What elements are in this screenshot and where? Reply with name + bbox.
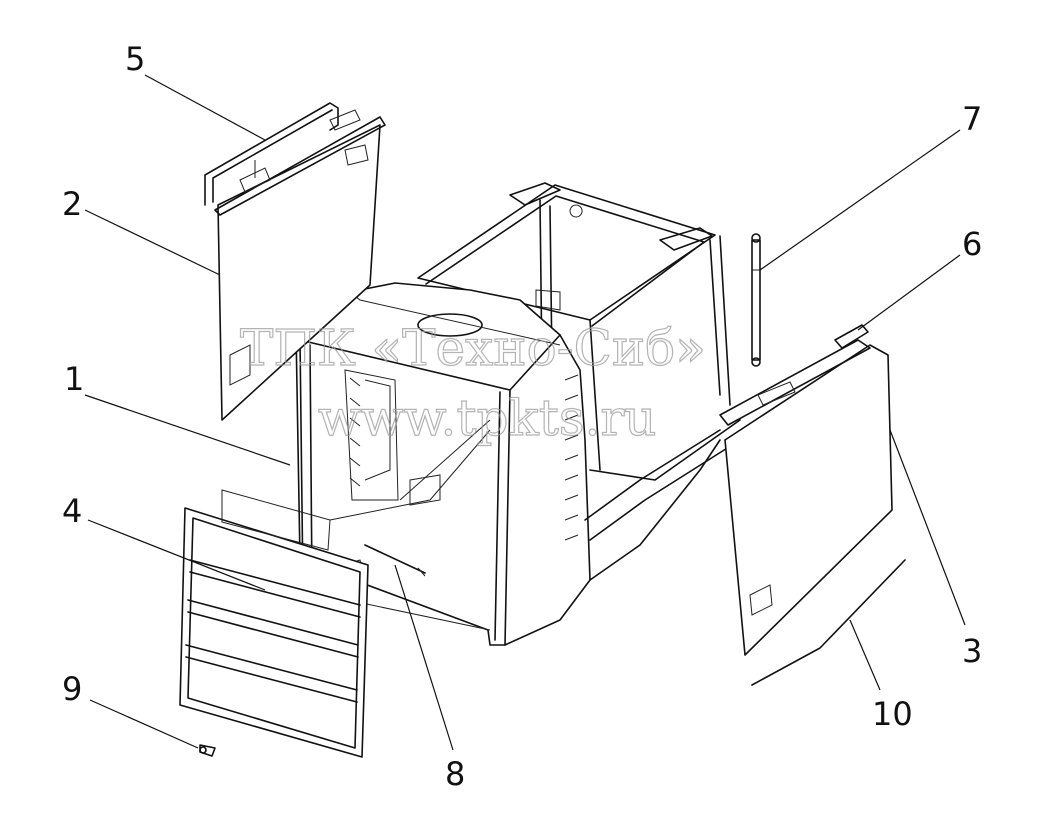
callout-10: 10: [872, 695, 913, 733]
leader-lines: [84, 74, 966, 751]
callout-9: 9: [62, 670, 82, 708]
watermark-line1: ТПК «Техно-Сиб»: [240, 319, 706, 377]
gas-strut: [751, 233, 761, 367]
front-wall-panel: [214, 116, 386, 421]
callout-5: 5: [125, 40, 145, 78]
fastener: [199, 744, 216, 757]
roof-handle: [204, 102, 361, 206]
watermark-line2: www.tpkts.ru: [318, 389, 657, 447]
callout-1: 1: [64, 360, 84, 398]
callout-6: 6: [962, 225, 982, 263]
callout-8: 8: [445, 755, 465, 793]
seal-strip: [751, 559, 906, 686]
front-grille: [179, 489, 369, 758]
callout-3: 3: [962, 632, 982, 670]
callout-2: 2: [62, 185, 82, 223]
callout-7: 7: [962, 100, 982, 138]
panel-hinge: [834, 324, 869, 349]
callouts: 5 2 1 4 9 8 7 6 3 10: [62, 40, 982, 793]
watermark: ТПК «Техно-Сиб» www.tpkts.ru: [239, 318, 706, 447]
callout-4: 4: [62, 492, 82, 530]
side-panel: [719, 339, 893, 656]
support-rod: [364, 544, 426, 577]
cab-frame: [417, 182, 741, 541]
